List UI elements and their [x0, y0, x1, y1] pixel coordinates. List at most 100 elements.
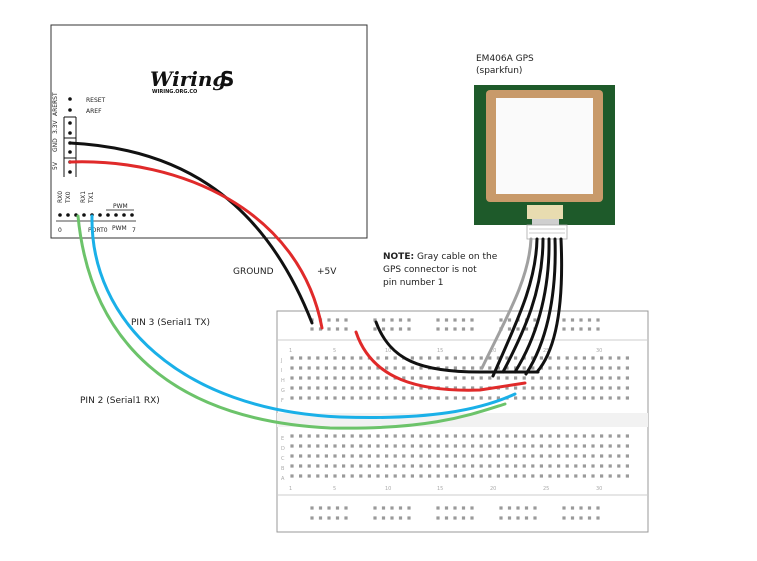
breadboard-hole [524, 327, 529, 331]
breadboard-hole [461, 516, 466, 520]
breadboard-hole [617, 474, 621, 478]
breadboard-hole [557, 376, 561, 380]
breadboard-hole [496, 444, 500, 448]
breadboard-hole [591, 454, 595, 458]
board-logo-letter: S [220, 67, 234, 91]
breadboard-hole [445, 474, 449, 478]
breadboard-hole [359, 396, 363, 400]
breadboard-hole [333, 454, 337, 458]
breadboard-hole [533, 516, 537, 520]
breadboard-hole [608, 376, 612, 380]
breadboard-hole [350, 366, 354, 370]
breadboard-hole [539, 474, 543, 478]
breadboard-hole [562, 318, 566, 322]
breadboard-hole [557, 454, 561, 458]
breadboard-hole [557, 396, 561, 400]
col-num-5: 5 [333, 348, 336, 354]
gps-antenna [496, 98, 593, 194]
breadboard-hole [617, 454, 621, 458]
breadboard-hole [367, 396, 371, 400]
breadboard-hole [453, 506, 457, 510]
breadboard-hole [514, 386, 518, 390]
breadboard-hole [533, 506, 537, 510]
breadboard-hole [453, 327, 457, 331]
breadboard-hole [462, 376, 466, 380]
breadboard-hole [290, 376, 294, 380]
breadboard-hole [453, 444, 457, 448]
serial-rx1-label: RX1 [80, 191, 87, 203]
breadboard-hole [299, 366, 303, 370]
breadboard-hole [548, 366, 552, 370]
breadboard-hole [324, 434, 328, 438]
breadboard-hole [333, 366, 337, 370]
breadboard-hole [385, 464, 389, 468]
breadboard-hole [299, 444, 303, 448]
breadboard-hole [617, 464, 621, 468]
breadboard-column-numbers: 1 5 10 15 20 25 30 1 5 10 15 20 25 30 [289, 348, 602, 492]
pin-label-gnd: GND [52, 138, 59, 152]
pin-label-aref-short: AREF [52, 100, 59, 116]
breadboard-hole [462, 474, 466, 478]
wire-gps-black-1 [491, 237, 539, 378]
breadboard-hole [290, 396, 294, 400]
breadboard-hole [444, 327, 449, 331]
breadboard-hole [600, 366, 604, 370]
breadboard-hole [582, 356, 586, 360]
breadboard-hole [376, 396, 380, 400]
breadboard-hole [407, 327, 411, 331]
col-num-25: 25 [543, 348, 549, 354]
breadboard-hole [505, 434, 509, 438]
breadboard-hole [453, 454, 457, 458]
breadboard-hole [496, 454, 500, 458]
reset-label: RESET [86, 97, 106, 104]
breadboard-hole [533, 318, 537, 322]
breadboard-hole [462, 356, 466, 360]
breadboard-hole [344, 327, 348, 331]
breadboard-hole [402, 434, 406, 438]
board-logo-word: Wiring [150, 67, 226, 91]
breadboard-hole [290, 474, 294, 478]
breadboard-hole [453, 464, 457, 468]
breadboard-hole [462, 444, 466, 448]
breadboard-hole [333, 386, 337, 390]
breadboard-hole [398, 516, 403, 520]
breadboard-hole [565, 376, 569, 380]
breadboard-hole [436, 356, 440, 360]
breadboard-hole [445, 444, 449, 448]
breadboard-hole [608, 464, 612, 468]
breadboard-hole [410, 454, 414, 458]
breadboard-hole [462, 396, 466, 400]
breadboard-hole [410, 474, 414, 478]
breadboard-hole [428, 464, 432, 468]
breadboard-hole [617, 434, 621, 438]
breadboard-hole [505, 376, 509, 380]
breadboard-hole [316, 386, 320, 390]
row-letter-c: C [281, 456, 285, 462]
breadboard-hole [600, 464, 604, 468]
breadboard-hole [316, 454, 320, 458]
breadboard-hole [608, 386, 612, 390]
serial-tx1-label: TX1 [88, 191, 95, 204]
breadboard-hole [290, 454, 294, 458]
breadboard-hole [462, 434, 466, 438]
breadboard-hole [324, 454, 328, 458]
breadboard-hole [557, 356, 561, 360]
breadboard-hole [367, 366, 371, 370]
breadboard-hole [342, 386, 346, 390]
breadboard-hole [570, 506, 575, 510]
breadboard-hole [453, 356, 457, 360]
breadboard-hole [410, 366, 414, 370]
breadboard-hole [625, 464, 629, 468]
breadboard-hole [462, 454, 466, 458]
breadboard-hole [318, 516, 323, 520]
breadboard-hole [359, 444, 363, 448]
breadboard-hole [524, 516, 529, 520]
breadboard-hole [367, 474, 371, 478]
breadboard-hole [359, 376, 363, 380]
pin-label-5v: 5V [52, 161, 59, 170]
breadboard-hole [290, 444, 294, 448]
row-letter-g: G [281, 388, 285, 394]
breadboard-hole [522, 376, 526, 380]
breadboard-hole [307, 474, 311, 478]
breadboard-hole [318, 327, 323, 331]
